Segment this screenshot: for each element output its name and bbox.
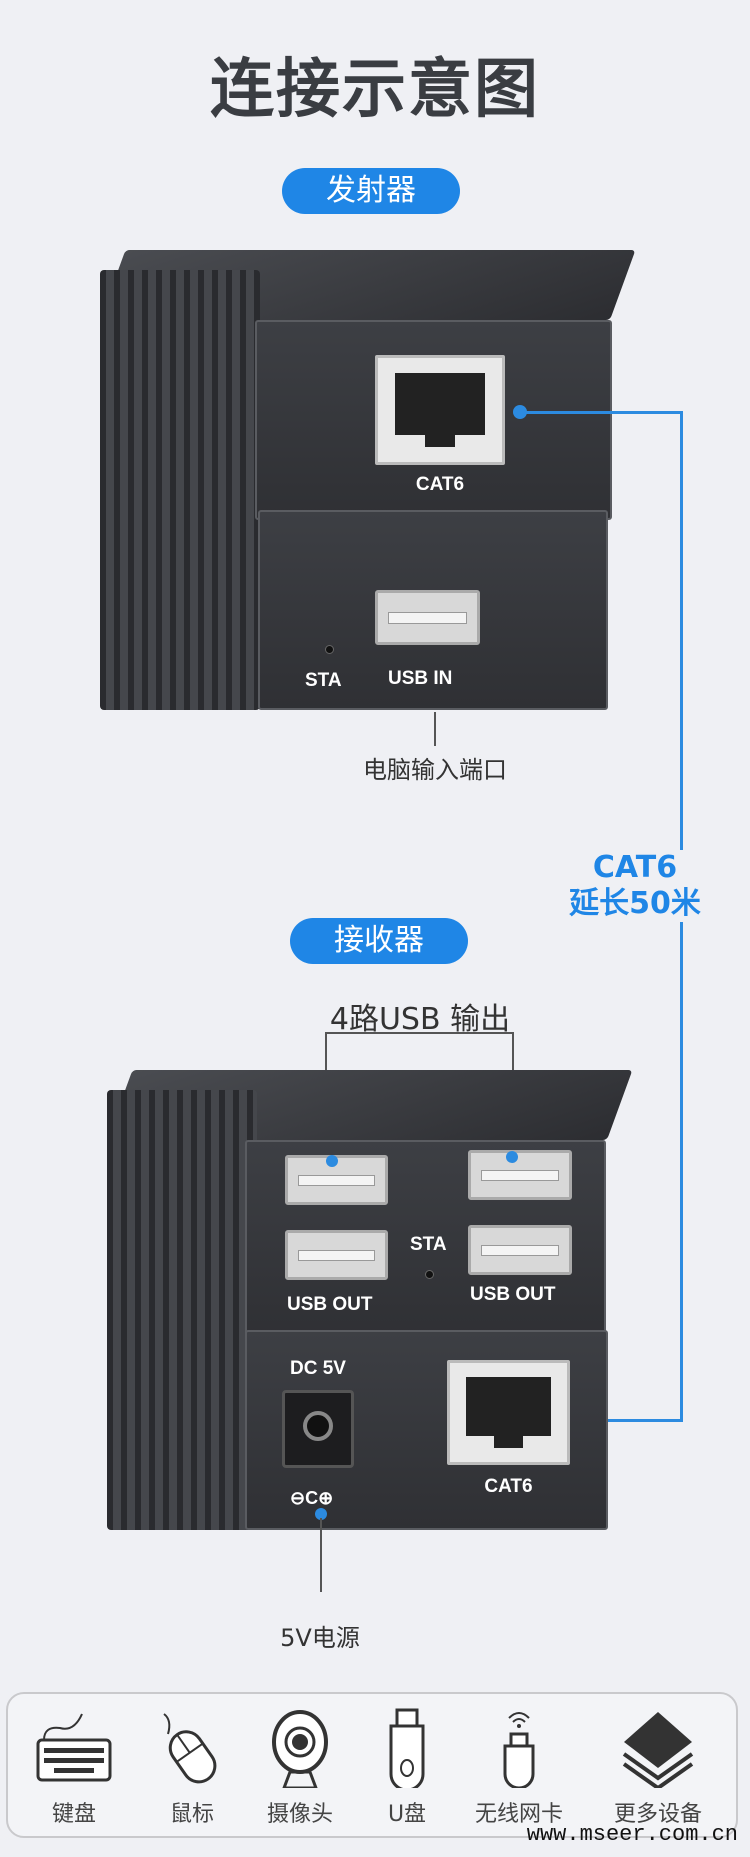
power-caption: 5V电源 [280, 1624, 360, 1652]
cable-line [520, 411, 683, 414]
usb-out-port-3 [468, 1150, 572, 1200]
usb-in-label: USB IN [388, 668, 453, 689]
cable-line-bottom [582, 1419, 683, 1422]
usb-in-port [375, 590, 480, 645]
usb-out-port-2 [285, 1230, 388, 1280]
usb-out-label-right: USB OUT [470, 1284, 556, 1305]
device-label: 鼠标 [169, 1802, 214, 1827]
device-usb-drive: U盘 [357, 1708, 457, 1828]
receiver-cat6-port [447, 1360, 570, 1465]
device-label: U盘 [387, 1802, 427, 1827]
receiver-sta-label: STA [410, 1234, 447, 1255]
cable-length: 延长50米 [569, 886, 701, 921]
layers-icon [622, 1712, 694, 1788]
device-webcam: 摄像头 [250, 1708, 350, 1828]
cable-label: CAT6 延长50米 [550, 850, 720, 922]
bracket-dot-right [506, 1151, 518, 1163]
wireless-adapter-icon [503, 1712, 535, 1788]
bracket-dot-left [326, 1155, 338, 1167]
transmitter-cat6-port [375, 355, 505, 465]
device-label: 更多设备 [613, 1802, 702, 1827]
sta-led [325, 645, 334, 654]
page-title: 连接示意图 [210, 53, 540, 127]
transmitter-device [100, 250, 636, 715]
power-pointer-line [320, 1518, 322, 1592]
bracket-line [325, 1032, 514, 1034]
supported-devices-panel: 键盘 鼠标 摄像头 U盘 无线网卡 更多设备 [6, 1692, 738, 1838]
device-label: 键盘 [51, 1802, 96, 1827]
usb-out-label-left: USB OUT [287, 1294, 373, 1315]
watermark: www.mseer.com.cn [526, 1822, 738, 1847]
device-label: 无线网卡 [474, 1802, 563, 1827]
device-more: 更多设备 [608, 1708, 708, 1828]
keyboard-icon [36, 1713, 112, 1782]
receiver-cat6-label: CAT6 [484, 1476, 533, 1497]
receiver-sta-led [425, 1270, 434, 1279]
usb-out-port-4 [468, 1225, 572, 1275]
usb-drive-icon [389, 1708, 425, 1788]
webcam-icon [272, 1710, 328, 1788]
dc-power-jack [282, 1390, 354, 1468]
pc-input-caption: 电脑输入端口 [363, 756, 507, 784]
power-dot [315, 1508, 327, 1520]
mouse-icon [163, 1713, 217, 1784]
dc-5v-label: DC 5V [290, 1358, 346, 1379]
device-wireless-adapter: 无线网卡 [469, 1708, 569, 1828]
transmitter-cat6-label: CAT6 [415, 474, 465, 495]
receiver-badge: 接收器 [290, 918, 468, 964]
device-keyboard: 键盘 [24, 1708, 124, 1828]
cable-type: CAT6 [592, 850, 678, 885]
device-mouse: 鼠标 [142, 1708, 242, 1828]
device-label: 摄像头 [266, 1802, 333, 1827]
pointer-line [434, 712, 436, 746]
usb-output-caption: 4路USB 输出 [329, 1002, 511, 1037]
transmitter-sta-label: STA [305, 670, 342, 691]
polarity-icon: ⊖C⊕ [290, 1488, 334, 1508]
transmitter-badge: 发射器 [282, 168, 460, 214]
